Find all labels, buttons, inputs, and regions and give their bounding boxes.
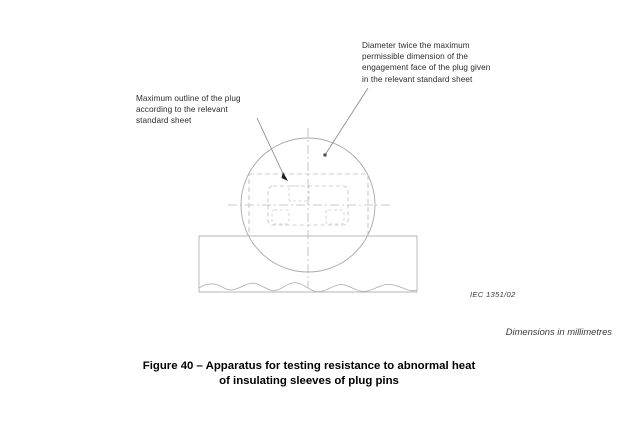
iec-reference-code: IEC 1351/02 xyxy=(470,290,516,299)
pin-lower-right xyxy=(325,209,345,225)
figure-caption-line-2: of insulating sleeves of plug pins xyxy=(219,375,399,387)
leader-outline-line xyxy=(256,117,287,181)
leader-lines xyxy=(256,87,369,181)
figure-caption-line-1: Figure 40 – Apparatus for testing resist… xyxy=(142,360,476,372)
leader-diameter-dot xyxy=(323,153,327,157)
pin-lower-left xyxy=(271,209,290,225)
plug-pins xyxy=(271,185,345,225)
pin-upper xyxy=(288,185,310,202)
dimensions-note: Dimensions in millimetres xyxy=(505,326,612,337)
leader-outline-arrowhead xyxy=(281,172,288,181)
figure-caption: Figure 40 – Apparatus for testing resist… xyxy=(0,359,618,389)
annotation-outline-note: Maximum outline of the plug according to… xyxy=(136,94,241,126)
centerlines xyxy=(228,128,390,288)
maximum-plug-outline xyxy=(248,173,369,237)
annotation-diameter-note: Diameter twice the maximum permissible d… xyxy=(362,41,491,84)
leader-diameter-line xyxy=(324,87,369,156)
